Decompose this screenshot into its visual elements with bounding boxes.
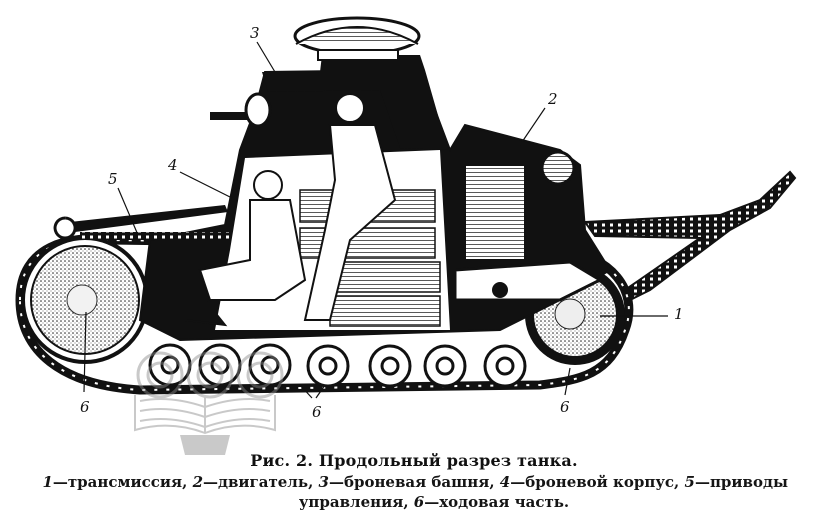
callout-6-running-gear-front: 6	[80, 398, 90, 416]
leader-lines	[83, 41, 668, 399]
legend-text-engine: —двигатель,	[203, 473, 319, 491]
legend-line-1: 1—трансмиссия, 2—двигатель, 3—броневая б…	[40, 472, 788, 492]
legend-text-controls-cont: управления,	[298, 493, 414, 511]
callout-6-running-gear-middle: 6	[312, 403, 322, 421]
callout-4-hull: 4	[168, 156, 178, 174]
legend-text-controls: —приводы	[694, 473, 788, 491]
tank-section-illustration: 1 2 3 4 5 6 6 6	[15, 16, 797, 421]
callout-5-controls: 5	[108, 170, 118, 188]
callout-3-turret: 3	[250, 24, 260, 42]
legend-text-transmission: —трансмиссия,	[52, 473, 193, 491]
legend-number-1: 1	[42, 473, 53, 491]
legend-text-turret: —броневая башня,	[328, 473, 500, 491]
callout-2-engine: 2	[548, 90, 558, 108]
callout-1-transmission: 1	[674, 305, 684, 323]
engine	[453, 150, 604, 302]
legend-number-3: 3	[318, 473, 329, 491]
tail-skid	[583, 170, 797, 302]
legend-text-running-gear: —ходовая часть.	[424, 493, 570, 511]
legend-line-2: управления, 6—ходовая часть.	[40, 492, 788, 512]
machine-gun	[210, 92, 320, 128]
callout-6-running-gear-rear: 6	[560, 398, 570, 416]
legend-text-hull: —броневой корпус,	[510, 473, 685, 491]
armored-turret	[262, 16, 448, 150]
road-wheels	[148, 343, 527, 388]
legend-number-2: 2	[192, 473, 204, 491]
tank-drawing	[15, 16, 797, 399]
figure-caption-title: Рис. 2. Продольный разрез танка.	[250, 451, 578, 470]
figure-legend: 1—трансмиссия, 2—двигатель, 3—броневая б…	[40, 472, 788, 512]
legend-number-6: 6	[413, 493, 425, 511]
legend-number-5: 5	[684, 473, 695, 491]
control-linkage	[53, 205, 230, 240]
crew	[182, 93, 397, 327]
book-and-gear-logo-icon	[125, 335, 285, 455]
legend-number-4: 4	[499, 473, 511, 491]
